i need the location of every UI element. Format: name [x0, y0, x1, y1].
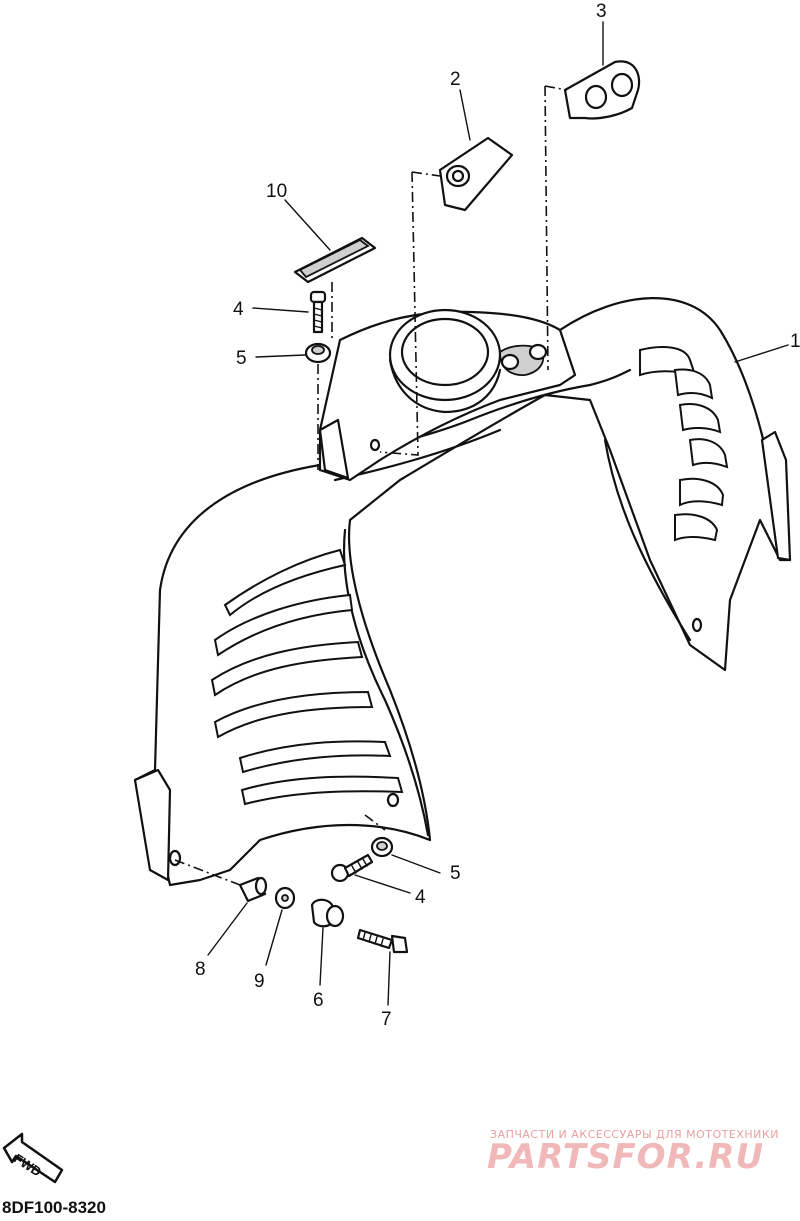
watermark-tagline: ЗАПЧАСТИ И АКСЕССУАРЫ ДЛЯ МОТОТЕХНИКИ — [490, 1128, 779, 1141]
callout-9: 9 — [254, 971, 265, 992]
leader-lines — [207, 21, 789, 1006]
callout-5-top: 5 — [236, 348, 247, 369]
callout-3: 3 — [596, 1, 607, 22]
grommet-part-6 — [310, 898, 345, 928]
screw-part-4-bottom — [330, 853, 374, 883]
screw-part-4-top — [309, 290, 327, 334]
inner-panel-part-1 — [133, 297, 792, 887]
callout-2: 2 — [450, 69, 461, 90]
diagram-code: 8DF100-8320 — [2, 1198, 106, 1217]
callout-10: 10 — [266, 181, 288, 202]
bracket-part-2 — [438, 136, 514, 212]
grommet-part-5-bottom — [370, 836, 394, 858]
callout-6: 6 — [313, 990, 324, 1011]
collar-part-8 — [238, 876, 268, 903]
meter-housing — [318, 308, 577, 482]
washer-part-9 — [274, 886, 296, 910]
callout-1: 1 — [790, 331, 800, 352]
fwd-arrow-icon: FWD — [2, 1132, 64, 1184]
rubber-strip-part-10 — [293, 236, 377, 284]
watermark-brand: PARTSFOR.RU — [487, 1137, 765, 1177]
callout-5-bottom: 5 — [450, 863, 461, 884]
callout-7: 7 — [381, 1009, 392, 1030]
grommet-part-5-top — [304, 342, 332, 364]
callout-8: 8 — [195, 959, 206, 980]
gasket-part-3 — [563, 60, 641, 120]
assembly-lines — [174, 85, 568, 886]
callout-4-top: 4 — [233, 299, 244, 320]
bolt-part-7 — [356, 928, 409, 954]
callout-4-bottom: 4 — [415, 887, 426, 908]
